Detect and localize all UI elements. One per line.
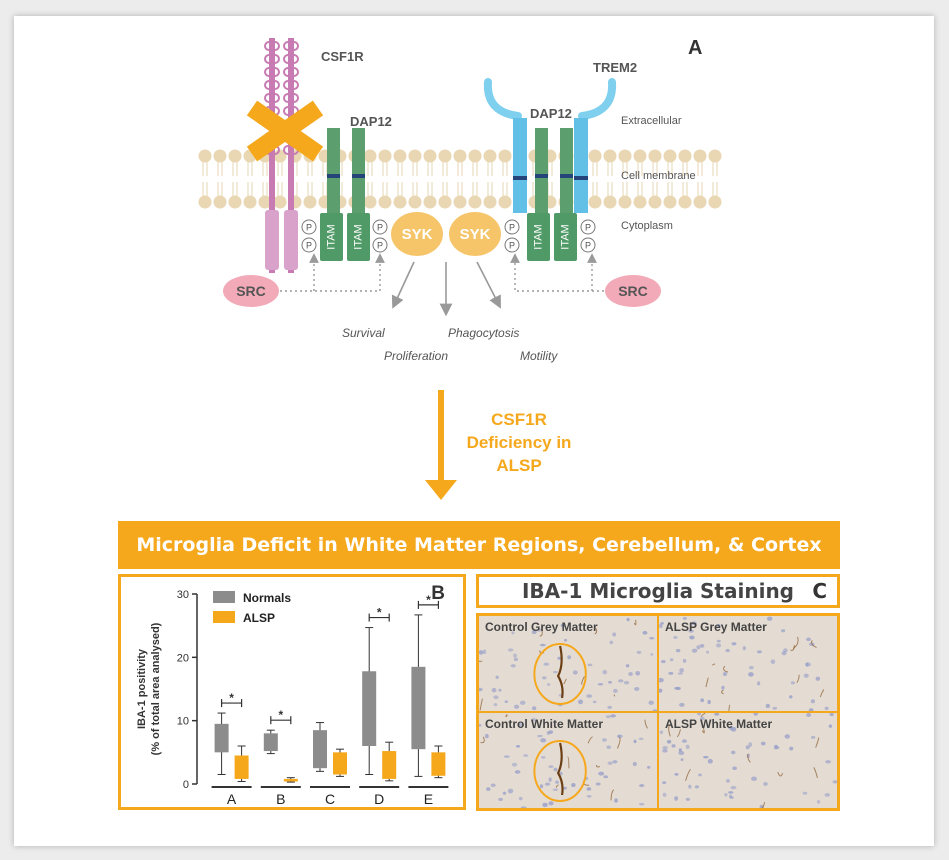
- legend-label-alsp: ALSP: [243, 611, 275, 625]
- y-tick-label: 10: [177, 716, 189, 728]
- box-alsp-B: [283, 778, 298, 782]
- svg-text:SYK: SYK: [402, 226, 433, 243]
- legend-label-normals: Normals: [243, 591, 291, 605]
- phagocytosis-label: Phagocytosis: [448, 326, 519, 340]
- stain-texture: [479, 617, 657, 711]
- category-label: A: [227, 791, 237, 807]
- significance-star: *: [229, 691, 234, 705]
- svg-text:CSF1R: CSF1R: [491, 410, 547, 429]
- y-axis-label-1: IBA-1 positivity: [136, 648, 148, 729]
- significance-star: *: [426, 593, 431, 607]
- box-normals-D: [362, 671, 377, 746]
- src-right: SRC: [605, 275, 661, 307]
- proliferation-label: Proliferation: [384, 349, 448, 363]
- result-banner: Microglia Deficit in White Matter Region…: [118, 521, 840, 569]
- stain-texture: [659, 616, 829, 711]
- significance-star: *: [377, 606, 382, 620]
- stain-control-grey: Control Grey Matter: [479, 616, 657, 711]
- category-label: C: [325, 791, 335, 807]
- category-label: D: [374, 791, 384, 807]
- svg-text:ALSP: ALSP: [496, 456, 541, 475]
- panel-c-title-text: IBA-1 Microglia Staining: [521, 579, 794, 603]
- phosphate-label: P: [377, 241, 383, 251]
- inhibition-cross-mark: [246, 100, 324, 162]
- deficiency-arrow: [425, 390, 457, 500]
- deficiency-label: CSF1R Deficiency in ALSP: [467, 410, 572, 475]
- src-dotted-arrows: [280, 253, 604, 292]
- dap12-left-label: DAP12: [350, 114, 392, 129]
- phosphate-label: P: [585, 223, 591, 233]
- y-tick-label: 0: [183, 779, 189, 791]
- phosphate-label: P: [509, 241, 515, 251]
- y-tick-label: 20: [177, 652, 189, 664]
- legend-swatch-normals: [213, 591, 235, 603]
- dap12-right-label: DAP12: [530, 106, 572, 121]
- panel-a-letter: A: [688, 37, 702, 59]
- significance-star: *: [278, 708, 283, 722]
- category-label: E: [424, 791, 433, 807]
- stain-texture: [479, 714, 651, 808]
- box-alsp-A: [234, 755, 249, 779]
- stain-label: ALSP Grey Matter: [665, 620, 767, 634]
- staining-grid: Control Grey Matter ALSP Grey Matter Con…: [476, 613, 840, 811]
- y-tick-label: 30: [177, 589, 189, 601]
- phosphate-label: P: [509, 223, 515, 233]
- svg-text:SRC: SRC: [236, 283, 266, 299]
- itam-left-2: ITAM: [347, 213, 370, 261]
- category-label: B: [276, 791, 285, 807]
- extracellular-label: Extracellular: [621, 115, 682, 127]
- csf1r-receptor: [264, 38, 299, 273]
- src-left: SRC: [223, 275, 279, 307]
- stain-texture: [659, 713, 837, 808]
- stain-label: ALSP White Matter: [665, 717, 773, 731]
- survival-label: Survival: [342, 326, 385, 340]
- syk-left: SYK: [391, 212, 443, 256]
- dap12-left: [327, 128, 365, 213]
- phosphate-label: P: [585, 241, 591, 251]
- itam-right-2: ITAM: [554, 213, 577, 261]
- legend-swatch-alsp: [213, 611, 235, 623]
- stain-alsp-grey: ALSP Grey Matter: [659, 616, 837, 711]
- phosphate-label: P: [306, 223, 312, 233]
- itam-label: ITAM: [352, 224, 364, 249]
- stain-control-white: Control White Matter: [479, 713, 657, 808]
- panel-c-title: IBA-1 Microglia Staining C: [476, 574, 840, 608]
- box-alsp-E: [431, 752, 446, 776]
- panel-c-letter: C: [812, 579, 827, 603]
- syk-outcome-arrows: [391, 261, 501, 317]
- stain-label: Control Grey Matter: [485, 620, 598, 634]
- itam-left-1: ITAM: [320, 213, 343, 261]
- phosphate-label: P: [306, 241, 312, 251]
- svg-text:SRC: SRC: [618, 283, 648, 299]
- motility-label: Motility: [520, 349, 558, 363]
- trem2-receptor: [483, 78, 617, 213]
- stain-label: Control White Matter: [485, 717, 603, 731]
- svg-text:SYK: SYK: [460, 226, 491, 243]
- csf1r-label: CSF1R: [321, 49, 364, 64]
- cytoplasm-label: Cytoplasm: [621, 220, 673, 232]
- syk-right: SYK: [449, 212, 501, 256]
- y-axis-label-2: (% of total area analysed): [150, 622, 162, 755]
- svg-text:Deficiency in: Deficiency in: [467, 433, 572, 452]
- panel-b-letter: B: [431, 583, 445, 604]
- box-alsp-D: [382, 751, 397, 779]
- itam-label: ITAM: [325, 224, 337, 249]
- box-normals-A: [214, 723, 229, 753]
- itam-label: ITAM: [532, 224, 544, 249]
- dap12-right: [535, 128, 573, 213]
- itam-label: ITAM: [559, 224, 571, 249]
- box-alsp-C: [333, 752, 347, 775]
- box-normals-C: [313, 730, 327, 769]
- stain-alsp-white: ALSP White Matter: [659, 713, 837, 808]
- phosphate-label: P: [377, 223, 383, 233]
- cell-membrane-label: Cell membrane: [621, 170, 696, 182]
- trem2-label: TREM2: [593, 60, 637, 75]
- box-normals-E: [411, 666, 426, 750]
- itam-right-1: ITAM: [527, 213, 550, 261]
- box-normals-B: [263, 733, 278, 752]
